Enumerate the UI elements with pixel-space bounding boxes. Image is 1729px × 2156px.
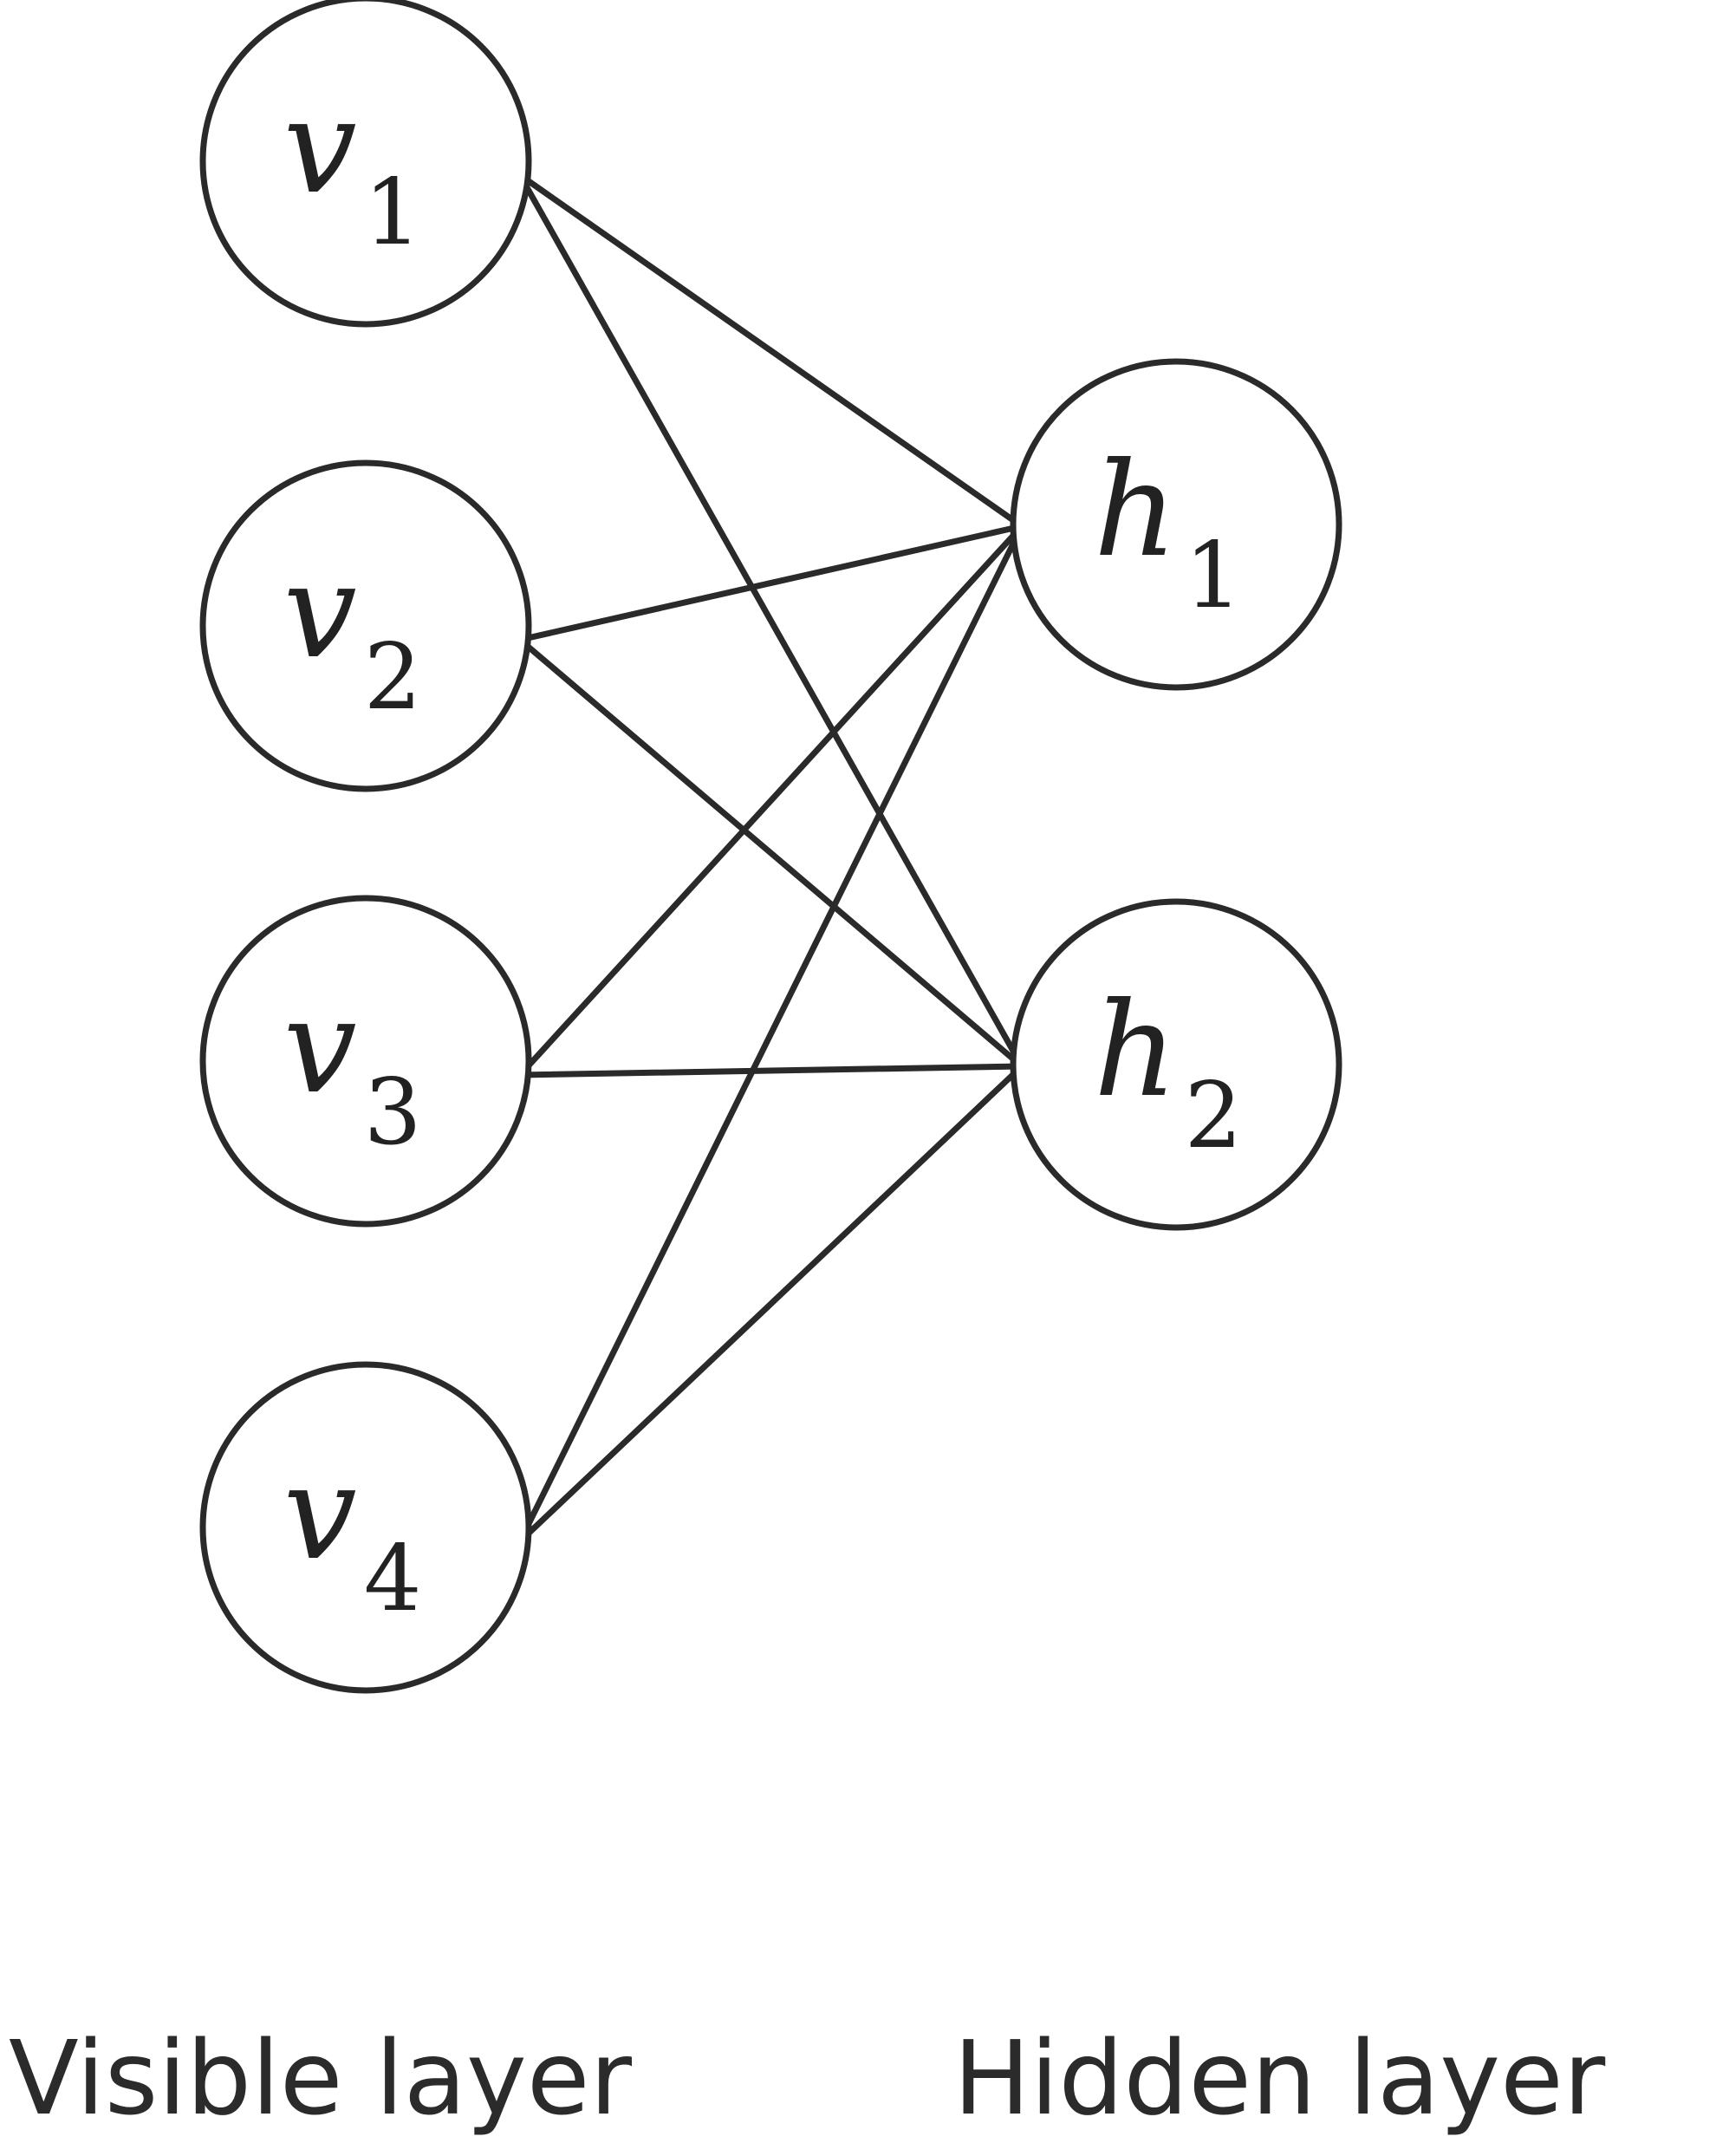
edges-group <box>517 172 1025 1545</box>
node-circle-h2 <box>1010 898 1342 1231</box>
node-circle-h1 <box>1010 358 1342 691</box>
edge-v1-h1 <box>517 172 1025 530</box>
edge-v3-h2 <box>517 1063 1025 1078</box>
node-circle-v1 <box>199 0 532 328</box>
edge-v3-h1 <box>517 523 1025 1078</box>
node-circle-v3 <box>199 895 532 1228</box>
node-v2: v2 <box>199 459 532 792</box>
edge-v1-h2 <box>517 172 1025 1070</box>
node-h2: h2 <box>1010 898 1342 1231</box>
node-subscript-h1: 1 <box>1185 523 1243 629</box>
edge-v4-h1 <box>517 523 1025 1545</box>
node-subscript-v3: 3 <box>364 1059 422 1165</box>
edge-v4-h2 <box>517 1063 1025 1545</box>
nodes-group: v1 v2 v3 v4 h1 h2 <box>199 0 1342 1694</box>
edge-v2-h1 <box>517 523 1025 643</box>
node-subscript-v1: 1 <box>364 160 422 265</box>
visible-layer-label: Visible layer <box>9 2018 632 2138</box>
node-subscript-v4: 4 <box>364 1526 422 1632</box>
node-v1: v1 <box>199 0 532 328</box>
node-subscript-v2: 2 <box>364 624 422 730</box>
node-circle-v4 <box>199 1361 532 1694</box>
hidden-layer-label: Hidden layer <box>953 2018 1606 2138</box>
node-v3: v3 <box>199 895 532 1228</box>
node-v4: v4 <box>199 1361 532 1694</box>
node-h1: h1 <box>1010 358 1342 691</box>
node-subscript-h2: 2 <box>1185 1063 1243 1169</box>
edge-v2-h2 <box>517 636 1025 1070</box>
node-circle-v2 <box>199 459 532 792</box>
